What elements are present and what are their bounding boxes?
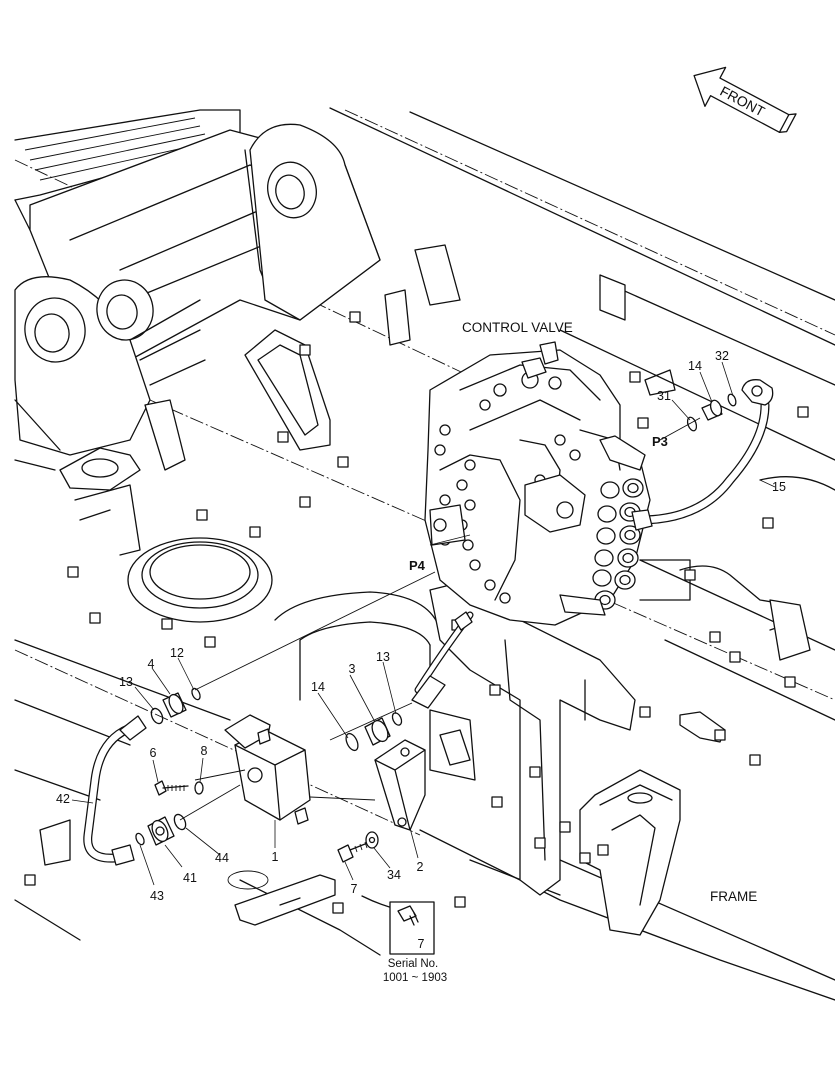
fitting-4 <box>162 692 187 718</box>
oring-34 <box>727 393 737 407</box>
callout-6: 6 <box>150 746 157 760</box>
oring-13b <box>391 712 403 726</box>
oring-14 <box>345 732 359 752</box>
washer-8 <box>194 781 204 795</box>
callout-34: 32 <box>715 349 729 363</box>
callout-32: 15 <box>772 480 786 494</box>
hose-32 <box>631 379 774 531</box>
bracket-2 <box>374 739 426 831</box>
callout-14: 14 <box>311 680 325 694</box>
hose-42 <box>83 715 147 866</box>
oring-44 <box>173 813 187 831</box>
serial-title: Serial No. <box>388 958 439 970</box>
oring-12 <box>191 687 201 701</box>
callout-42: 42 <box>56 792 70 806</box>
serial-part-number: 7 <box>418 937 425 951</box>
control-valve <box>424 341 651 626</box>
fitting-41 <box>147 816 175 846</box>
front-arrow-icon <box>693 66 797 133</box>
port-p3-label: P3 <box>652 434 668 449</box>
valve-block-1 <box>224 714 311 825</box>
oring-13a <box>150 707 164 725</box>
serial-range: 1001 ~ 1903 <box>383 972 447 984</box>
bolt-6 <box>154 780 189 796</box>
fitting-3 <box>364 717 391 746</box>
bolt-7 <box>337 841 371 863</box>
callout-3: 3 <box>349 662 356 676</box>
oring-33 <box>686 416 698 432</box>
callout-41: 41 <box>183 871 197 885</box>
callout-44: 44 <box>215 851 229 865</box>
callout-43: 43 <box>150 889 164 903</box>
callout-1: 1 <box>272 850 279 864</box>
frame-label: FRAME <box>710 889 757 904</box>
frame-structure <box>14 107 835 1001</box>
control-valve-label: CONTROL VALVE <box>462 320 573 335</box>
callout-4: 4 <box>148 657 155 671</box>
fitting-31 <box>701 399 723 421</box>
port-p4-label: P4 <box>409 558 426 573</box>
callout-13b: 13 <box>376 650 390 664</box>
hose-p4 <box>411 611 474 709</box>
serial-bolt-icon <box>397 905 419 926</box>
oring-43 <box>135 832 145 846</box>
callouts: 14 32 31 15 4 12 13 3 13 14 6 8 42 41 43… <box>56 349 786 903</box>
p4-line <box>194 571 436 691</box>
callout-2: 2 <box>417 860 424 874</box>
washer-15 <box>365 831 379 849</box>
callout-leaders <box>71 361 776 886</box>
callout-31: 14 <box>688 359 702 373</box>
callout-8: 8 <box>201 744 208 758</box>
callout-13a: 13 <box>119 675 133 689</box>
callout-12: 12 <box>170 646 184 660</box>
callout-7: 7 <box>351 882 358 896</box>
callout-33: 31 <box>657 389 671 403</box>
callout-15: 34 <box>387 868 401 882</box>
